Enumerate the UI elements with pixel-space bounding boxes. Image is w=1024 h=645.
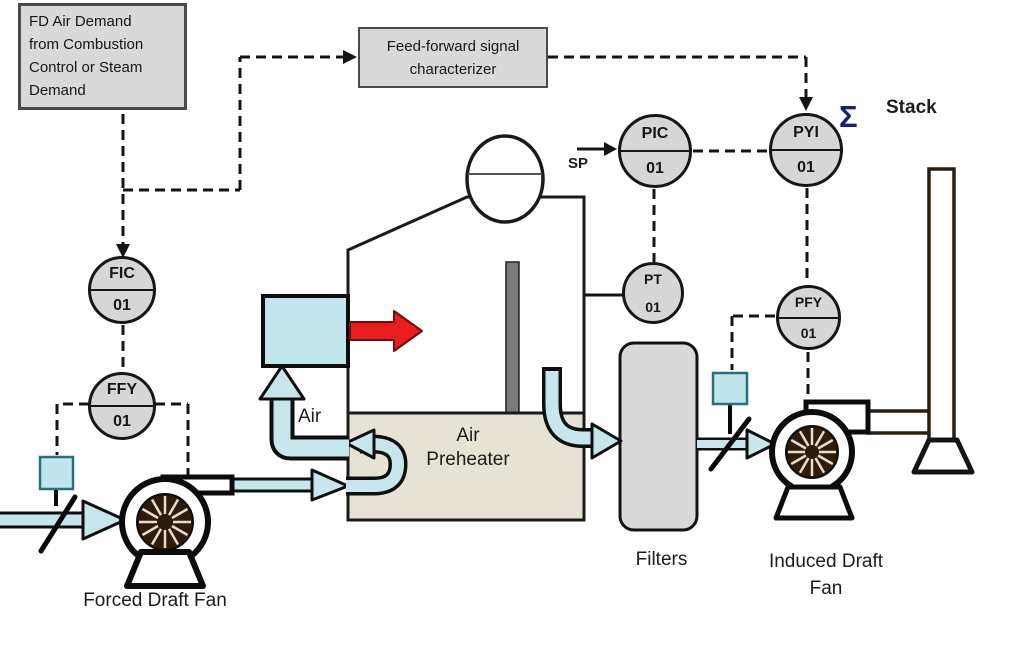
fd-discharge-pipe [231,468,350,502]
signal-lines [55,55,810,484]
id-inlet-damper [708,371,752,472]
instrument-tag: PIC [621,117,689,152]
instrument-fic: FIC 01 [88,256,156,324]
preheater-uturn-duct [344,428,408,496]
instrument-loop: 01 [646,159,664,177]
burner-air-duct [258,364,349,461]
stack-base [911,437,975,475]
fd-inlet-damper [38,455,78,554]
flow-arrow [81,499,127,541]
fan-base [124,549,206,589]
sp-label: SP [568,155,589,172]
steam-drum [465,134,545,224]
stack [866,167,975,475]
feed-forward-characterizer-box: Feed-forward signal characterizer [358,27,548,88]
fd-intake-pipe [0,499,127,541]
instrument-loop: 01 [113,297,131,314]
instrument-pyi: PYI 01 [769,113,843,187]
flue-gas-duct [542,367,623,460]
instrument-tag: FFY [91,375,153,407]
induced-draft-fan-label: Induced Draft Fan [768,551,884,599]
air-label: Air [298,406,322,427]
instrument-pic: PIC 01 [618,114,692,188]
furnace-internal-baffle [505,261,520,415]
instrument-tag: PT [644,271,662,287]
fan-base [773,484,855,521]
air-preheater-box [346,411,586,522]
air-ducts [0,364,777,541]
instrument-pfy: PFY 01 [776,285,841,350]
fd-air-demand-box: FD Air Demand from Combustion Control or… [18,3,187,110]
arrowhead-into-fic [116,244,130,258]
flow-arrow [745,428,777,460]
damper-blade [708,416,752,472]
signal-characterizer-to-pyi [548,55,808,99]
filters-vessel [618,341,699,532]
damper-blade [38,494,78,554]
damper-actuator [38,455,75,491]
flow-arrow [310,468,350,502]
instrument-tag: PFY [779,288,838,319]
signal-ffy-to-damper [55,402,89,455]
arrowhead-into-pyi [799,97,813,111]
forced-draft-fan-label: Forced Draft Fan [83,590,227,611]
hot-gas-arrow [349,310,423,352]
sigma-symbol: Σ [839,99,858,134]
instrument-ffy: FFY 01 [88,372,156,440]
filter-discharge-pipe [697,428,777,460]
instrument-pt: PT 01 [622,262,684,324]
characterizer-line: Feed-forward signal [386,37,520,55]
furnace [346,195,586,415]
instrument-tag: PYI [772,116,840,151]
stack-label: Stack [886,97,937,118]
fan-wheel-icon [136,493,194,551]
arrowhead-into-characterizer [343,50,357,64]
flow-arrow [590,422,623,460]
signal-pfy-to-damper [730,314,775,370]
fd-air-demand-line: Control or Steam [29,59,143,76]
signal-demand-to-characterizer [123,55,343,192]
fd-air-demand-line: from Combustion [29,36,144,53]
sp-arrow [577,142,617,156]
flow-arrow [344,428,376,460]
forced-draft-fan [119,474,235,589]
signal-ffy-to-fan [155,402,190,484]
instrument-tag: FIC [91,259,153,291]
damper-actuator [711,371,749,406]
characterizer-line: characterizer [409,60,497,78]
filters-label: Filters [635,549,688,570]
fd-air-demand-line: FD Air Demand [29,13,132,30]
signal-arrowheads [116,50,813,258]
air-preheater-label: Air Preheater [426,425,510,470]
fan-wheel-icon [785,425,839,479]
instrument-loop: 01 [797,158,815,176]
instrument-loop: 01 [800,324,817,341]
instrument-loop: 01 [645,299,661,315]
instrument-loop: 01 [113,413,131,430]
induced-draft-fan [769,399,871,521]
fd-air-demand-line: Demand [29,82,86,99]
flow-arrow [258,364,306,401]
burner-box [261,294,350,368]
